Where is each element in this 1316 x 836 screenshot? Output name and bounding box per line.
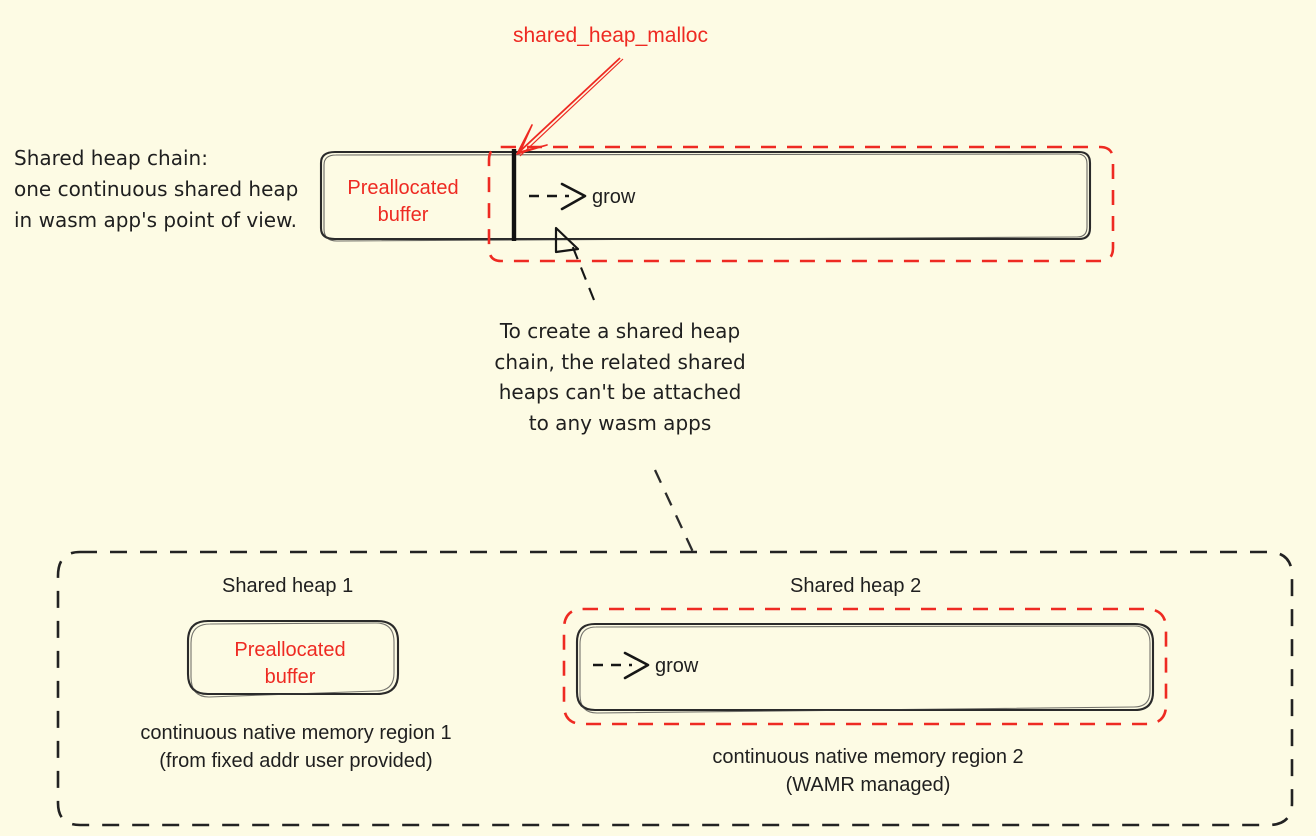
bottom-dashed-container: [56, 550, 1294, 827]
shared-heap-1-title: Shared heap 1: [222, 575, 354, 597]
shared-heap-2-caption: continuous native memory region 2 (WAMR …: [712, 746, 1024, 797]
shared-heap-2-red-outline: [562, 607, 1168, 726]
shared-heap-1-box: [186, 619, 400, 698]
top-memory-bar: [319, 150, 1092, 242]
shared-heap-2-box: [575, 622, 1155, 714]
top-grow-arrow-icon: [529, 182, 587, 211]
shared-heap-chain-constraint-note: To create a shared heap chain, the relat…: [494, 319, 746, 435]
shared-heap-1-box-label: Preallocated buffer: [234, 639, 346, 688]
top-grow-label: grow: [592, 186, 636, 208]
shared-heap-1-caption: continuous native memory region 1 (from …: [140, 722, 452, 773]
center-note-leader-down-icon: [653, 469, 695, 553]
shared-heap-2-box-label: grow: [655, 655, 699, 677]
shared-heap-chain-note: Shared heap chain: one continuous shared…: [14, 146, 299, 232]
bottom-grow-arrow-icon: [593, 651, 650, 680]
shared-heap-2-title: Shared heap 2: [790, 575, 922, 597]
shared-heap-malloc-pointer-icon: [516, 57, 624, 157]
top-preallocated-buffer-label: Preallocated buffer: [347, 177, 459, 226]
top-red-dashed-region: [487, 145, 1115, 263]
shared-heap-malloc-label: shared_heap_malloc: [513, 24, 708, 47]
center-note-leader-icon: [554, 226, 595, 301]
